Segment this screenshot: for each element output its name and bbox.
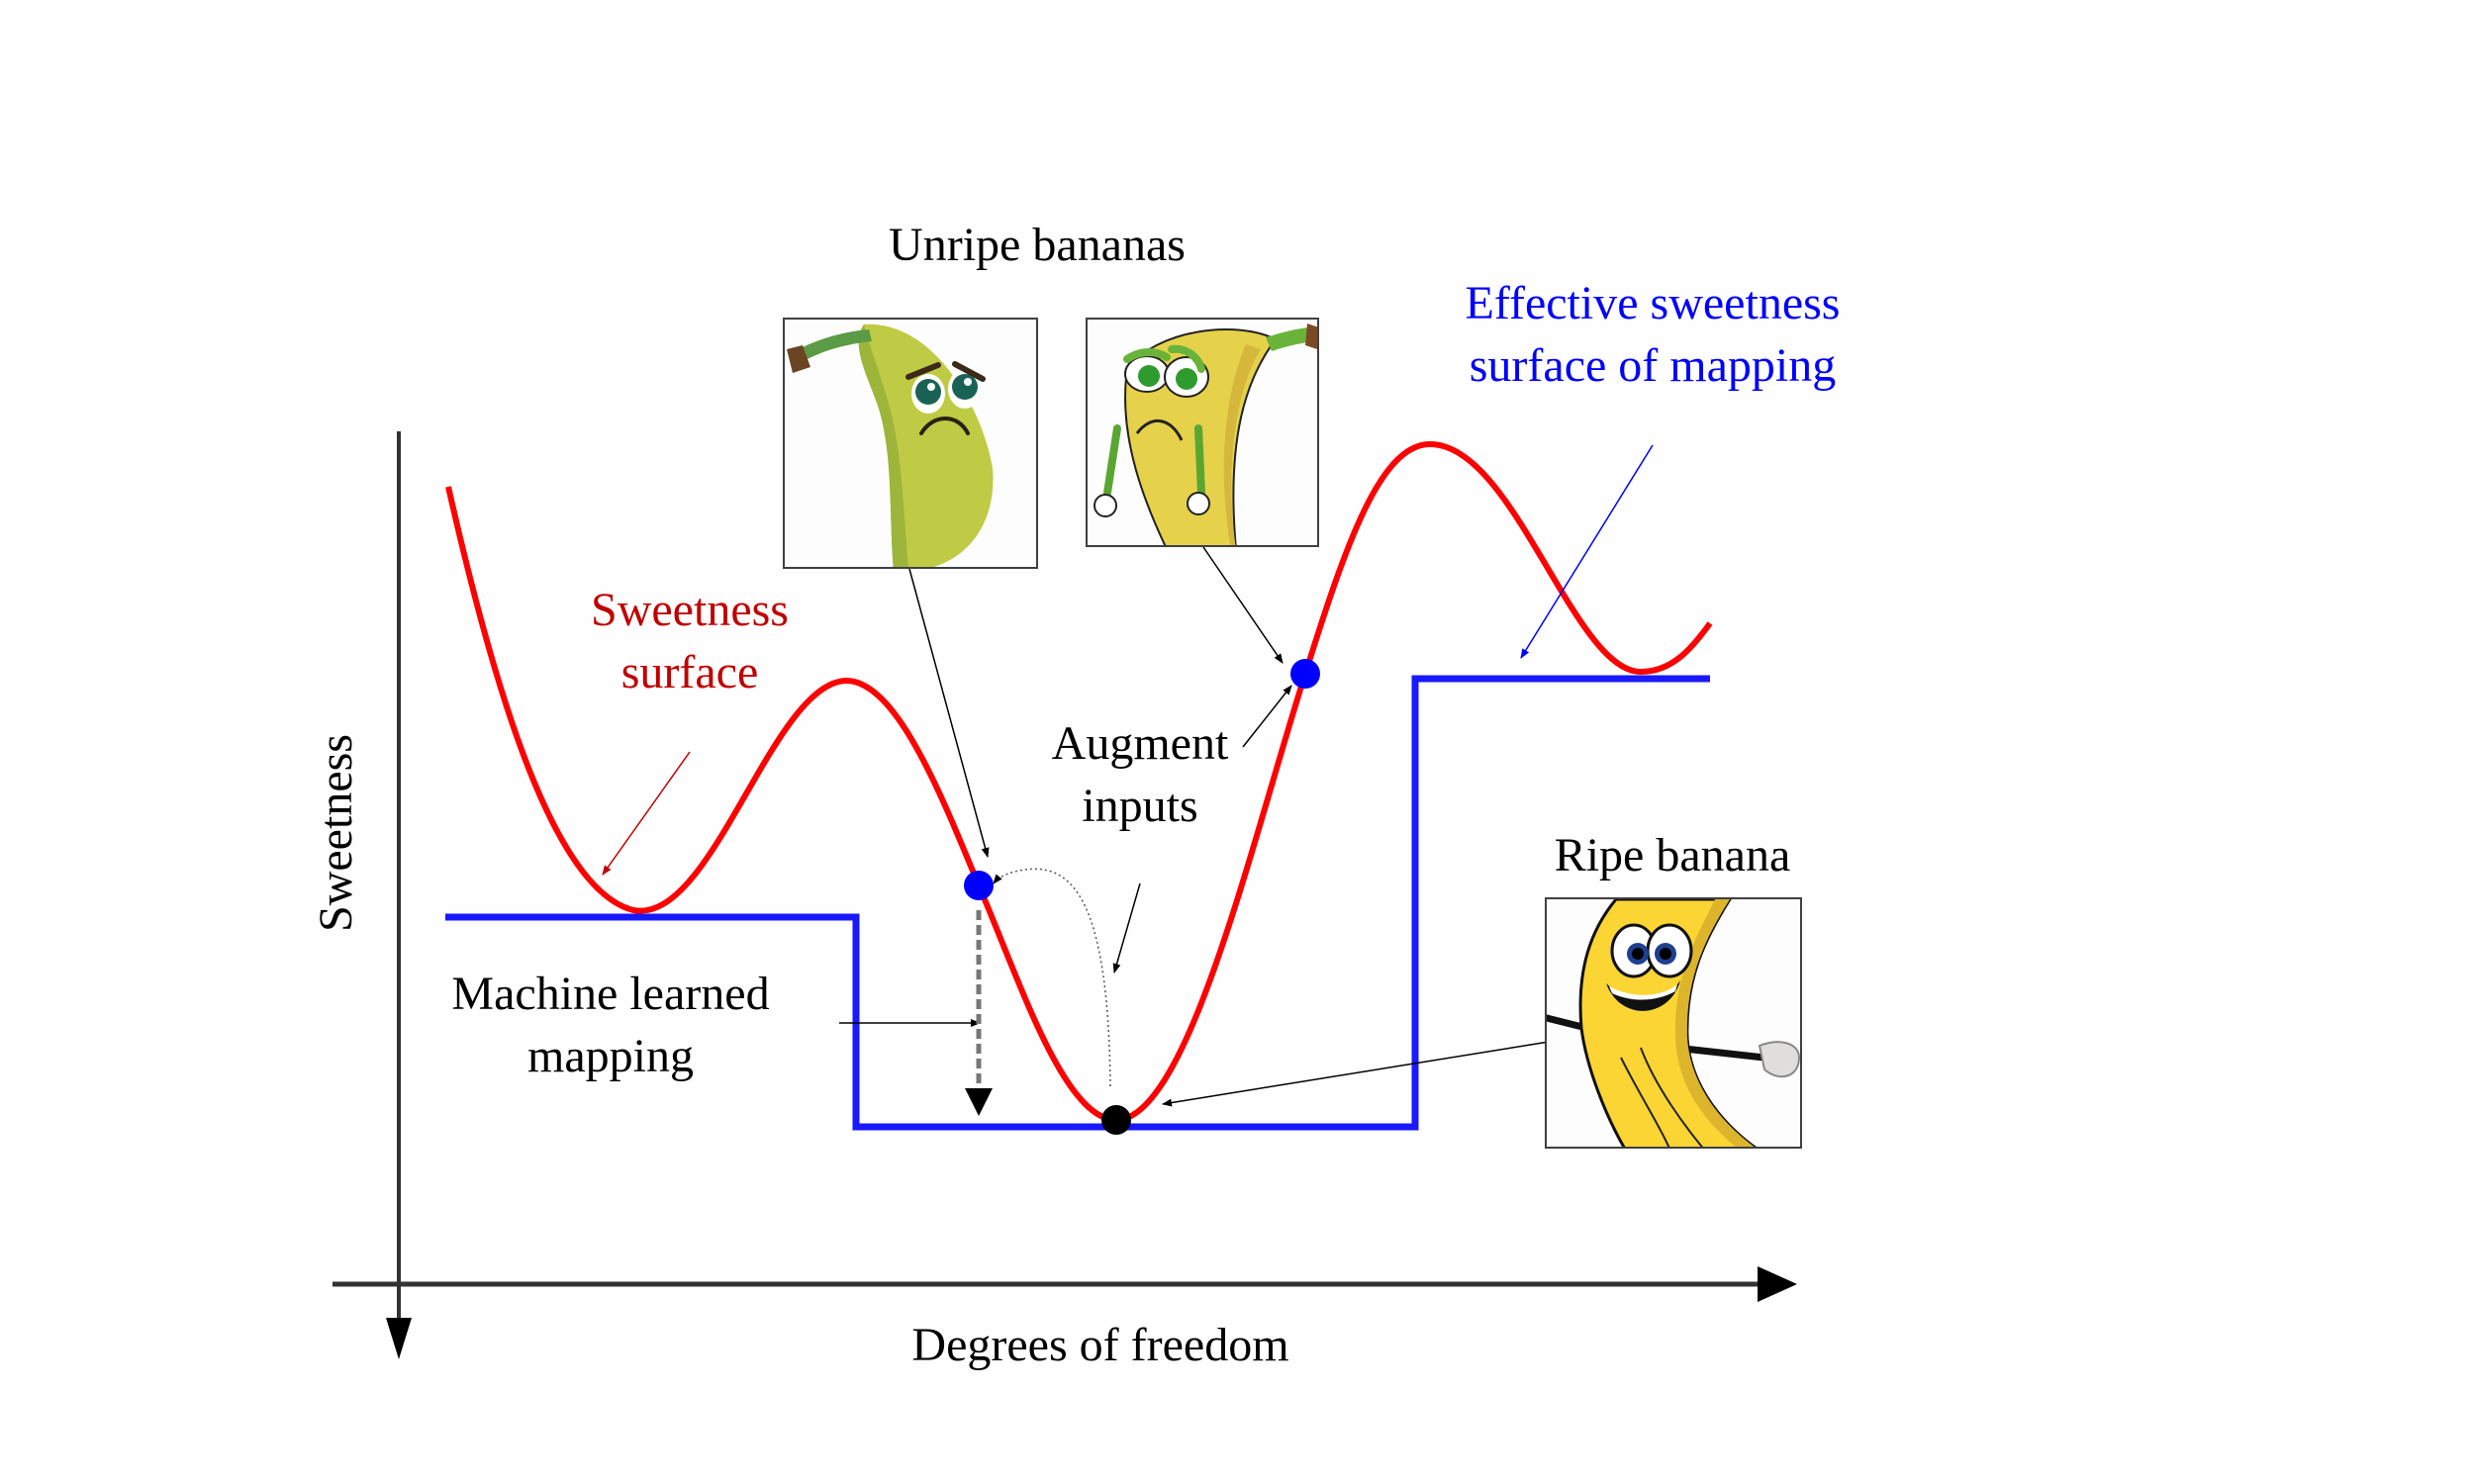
unripe-banana-2-illustration-icon [1094, 324, 1317, 545]
unripe-banana-image-1 [783, 318, 1038, 569]
sweetness-surface-curve [445, 440, 1713, 1124]
ripe-banana-image [1545, 897, 1802, 1149]
augment-inputs-label-line2: inputs [1082, 780, 1197, 832]
ripe-banana-label: Ripe banana [1555, 829, 1791, 881]
ripe-image-pointer [1162, 1041, 1550, 1107]
augment-arc [993, 868, 1111, 1087]
mapping-label-line2: mapping [527, 1030, 694, 1082]
unripe-bananas-label: Unripe bananas [889, 219, 1186, 271]
sweetness-surface-label-line2: surface [621, 646, 759, 698]
sweetness-surface-label-line1: Sweetness [591, 584, 789, 636]
effective-mapping-line [445, 675, 1710, 1131]
x-axis-arrowhead-icon [1758, 1266, 1797, 1302]
sweetness-label-pointer [602, 751, 691, 876]
ripe-banana-illustration-icon [1547, 899, 1800, 1147]
y-axis-arrowhead-icon [386, 1318, 412, 1359]
unripe-image-1-pointer [908, 568, 990, 858]
ripe-point [1101, 1105, 1131, 1135]
x-axis-label: Degrees of freedom [911, 1319, 1288, 1371]
effective-surface-label-line2: surface of mapping [1470, 339, 1837, 392]
effective-surface-label-line1: Effective sweetness [1466, 277, 1841, 329]
unripe-banana-1-illustration-icon [787, 324, 994, 567]
axes [333, 431, 1797, 1359]
y-axis-label: Sweetness [310, 734, 362, 932]
unripe-point-2 [1290, 659, 1320, 689]
unripe-banana-image-2 [1086, 318, 1319, 547]
augment-to-point-2-pointer [1242, 685, 1292, 748]
unripe-image-2-pointer [1202, 546, 1284, 664]
effective-label-pointer [1520, 444, 1654, 659]
augment-inputs-pointer [1112, 882, 1141, 974]
mapping-drop-arrowhead-icon [965, 1088, 993, 1116]
mapping-label-line1: Machine learned [451, 968, 769, 1020]
unripe-point-1 [964, 871, 994, 900]
augment-inputs-label-line1: Augment [1052, 717, 1229, 770]
